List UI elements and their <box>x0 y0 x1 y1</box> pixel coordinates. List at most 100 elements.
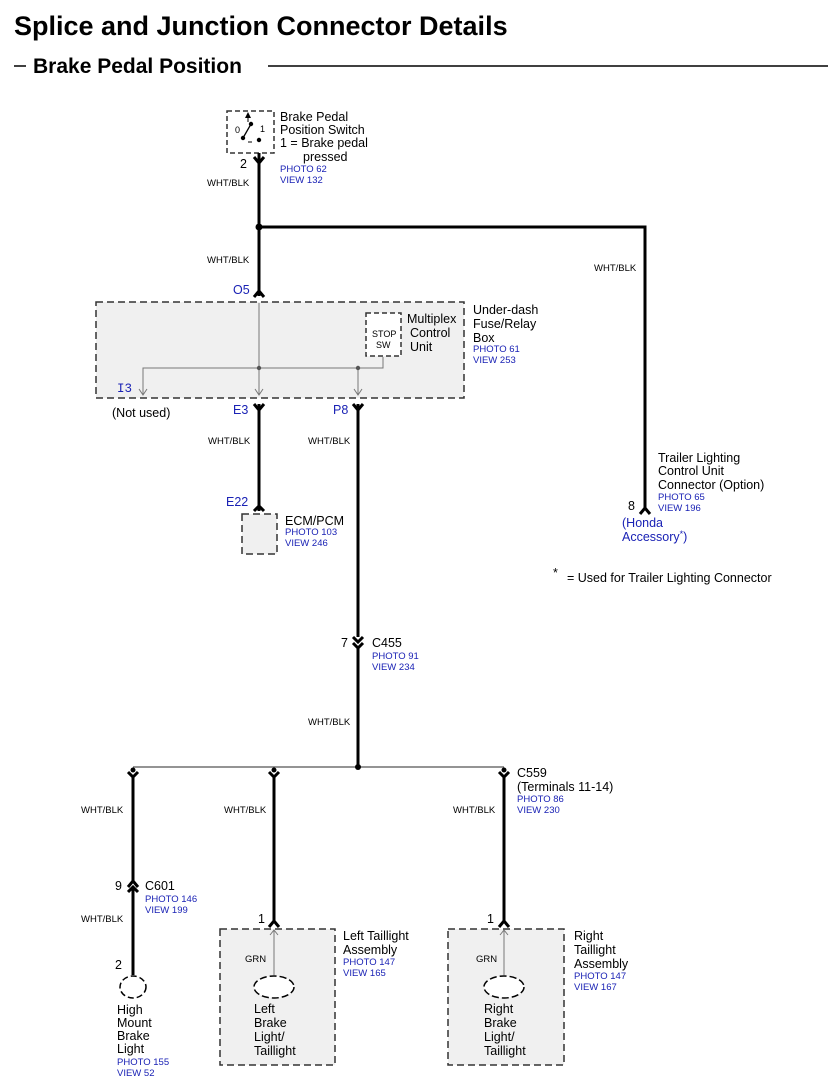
c601-lower-icon <box>126 884 140 894</box>
mcu-name-line1: Multiplex <box>407 312 457 326</box>
terminal-e22: E22 <box>226 495 248 509</box>
trailer-view-ref: VIEW 196 <box>658 503 701 514</box>
c559-node-4 <box>501 767 507 773</box>
high-mount-line2: Mount <box>117 1016 152 1030</box>
wire-label-trailer: WHT/BLK <box>594 263 637 274</box>
c601-view-ref: VIEW 199 <box>145 905 188 916</box>
right-taillight-terminal-icon <box>497 918 511 928</box>
stop-sw-line1: STOP <box>372 329 396 339</box>
fusebox-photo-ref: PHOTO 61 <box>473 344 520 355</box>
wire-label-left-taillight: WHT/BLK <box>224 805 267 816</box>
wire-label-p8: WHT/BLK <box>308 436 351 447</box>
c601-pin: 9 <box>115 879 122 893</box>
c601-upper-icon <box>126 878 140 888</box>
high-mount-brake-light: 2 High Mount Brake Light PHOTO 155 VIEW … <box>115 958 169 1079</box>
stop-sw-line2: SW <box>376 340 391 350</box>
under-dash-fuse-relay-box: STOP SW Multiplex Control Unit Under-das… <box>95 301 538 399</box>
c559-node-center <box>355 764 361 770</box>
c559-photo-ref: PHOTO 86 <box>517 794 564 805</box>
right-taillight-name-line3: Assembly <box>574 957 629 971</box>
switch-lever <box>242 123 252 139</box>
switch-position-1: 1 <box>260 124 265 134</box>
wire-label-c455: WHT/BLK <box>308 717 351 728</box>
left-taillight-photo-ref: PHOTO 147 <box>343 957 395 968</box>
switch-name-line2: Position Switch <box>280 123 365 137</box>
switch-arrow-icon <box>245 112 251 118</box>
right-taillight-name-line2: Taillight <box>574 943 616 957</box>
wire-label-high-mount: WHT/BLK <box>81 914 124 925</box>
c455-view-ref: VIEW 234 <box>372 662 415 673</box>
ecm-box <box>241 513 278 555</box>
fusebox-outline <box>95 301 465 399</box>
high-mount-photo-ref: PHOTO 155 <box>117 1057 169 1068</box>
left-taillight-assembly: GRN Left Brake Light/ Taillight Left Tai… <box>219 928 409 1066</box>
switch-note-line1: 1 = Brake pedal <box>280 136 368 150</box>
trailer-note-text: Accessory <box>622 530 680 544</box>
trailer-pin: 8 <box>628 499 635 513</box>
left-bulb-line2: Brake <box>254 1016 287 1030</box>
right-taillight-pin: 1 <box>487 912 494 926</box>
footnote-star: * <box>553 566 558 580</box>
fusebox-name-line2: Fuse/Relay <box>473 317 537 331</box>
fusebox-o5-terminal-icon <box>252 288 266 298</box>
ecm-photo-ref: PHOTO 103 <box>285 527 337 538</box>
right-taillight-name-line1: Right <box>574 929 604 943</box>
switch-pivot <box>240 135 246 141</box>
right-bulb-line4: Taillight <box>484 1044 526 1058</box>
high-mount-pin: 2 <box>115 958 122 972</box>
trailer-note-star: * <box>680 529 684 539</box>
page-title: Splice and Junction Connector Details <box>14 11 508 41</box>
wire-label-ecm: WHT/BLK <box>208 436 251 447</box>
c559-view-ref: VIEW 230 <box>517 805 560 816</box>
terminal-o5: O5 <box>233 283 250 297</box>
wire-label-fusebox: WHT/BLK <box>207 255 250 266</box>
wire-label-right-taillight: WHT/BLK <box>453 805 496 816</box>
fusebox-name-line1: Under-dash <box>473 303 538 317</box>
p8-arrow-icon <box>353 388 363 396</box>
wire-label-c601: WHT/BLK <box>81 805 124 816</box>
connector-c559: C559 (Terminals 11-14) PHOTO 86 VIEW 230 <box>126 764 613 816</box>
right-taillight-view-ref: VIEW 167 <box>574 982 617 993</box>
terminal-e3: E3 <box>233 403 248 417</box>
switch-view-ref: VIEW 132 <box>280 175 323 186</box>
mcu-name-line3: Unit <box>410 340 433 354</box>
switch-name-line1: Brake Pedal <box>280 110 348 124</box>
right-taillight-assembly: GRN Right Brake Light/ Taillight Right T… <box>447 928 629 1066</box>
right-taillight-arrow-icon <box>499 929 509 936</box>
connector-c601: 9 C601 PHOTO 146 VIEW 199 <box>115 878 197 916</box>
switch-photo-ref: PHOTO 62 <box>280 164 327 175</box>
left-bulb-icon <box>253 975 295 999</box>
fusebox-node-p8 <box>355 365 361 371</box>
c601-photo-ref: PHOTO 146 <box>145 894 197 905</box>
switch-pin-number: 2 <box>240 157 247 171</box>
c455-photo-ref: PHOTO 91 <box>372 651 419 662</box>
switch-note-line2: pressed <box>303 150 348 164</box>
high-mount-view-ref: VIEW 52 <box>117 1068 155 1079</box>
c455-upper-icon <box>351 635 365 645</box>
left-bulb-line3: Light/ <box>254 1030 285 1044</box>
c455-pin: 7 <box>341 636 348 650</box>
mcu-name-line2: Control <box>410 326 450 340</box>
left-taillight-name-line1: Left Taillight <box>343 929 409 943</box>
switch-position-0: 0 <box>235 125 240 135</box>
fusebox-node-e3 <box>256 365 262 371</box>
trailer-note-close: ) <box>683 530 687 544</box>
e3-arrow-icon <box>254 388 264 396</box>
page-subtitle: Brake Pedal Position <box>33 55 242 78</box>
high-mount-line3: Brake <box>117 1029 150 1043</box>
right-taillight-photo-ref: PHOTO 147 <box>574 971 626 982</box>
wire-splice-to-trailer <box>259 225 647 508</box>
c455-name: C455 <box>372 636 402 650</box>
right-bulb-line2: Brake <box>484 1016 517 1030</box>
fusebox-internal-bus <box>142 357 384 394</box>
right-bulb-icon <box>483 975 525 999</box>
high-mount-bulb-icon <box>119 975 147 999</box>
trailer-name-line1: Trailer Lighting <box>658 451 740 465</box>
switch-terminal-node <box>256 137 262 143</box>
wire-label-switch: WHT/BLK <box>207 178 250 189</box>
c601-name: C601 <box>145 879 175 893</box>
left-taillight-terminal-icon <box>267 918 281 928</box>
c559-name: C559 <box>517 766 547 780</box>
footnote-text: = Used for Trailer Lighting Connector <box>567 571 772 585</box>
